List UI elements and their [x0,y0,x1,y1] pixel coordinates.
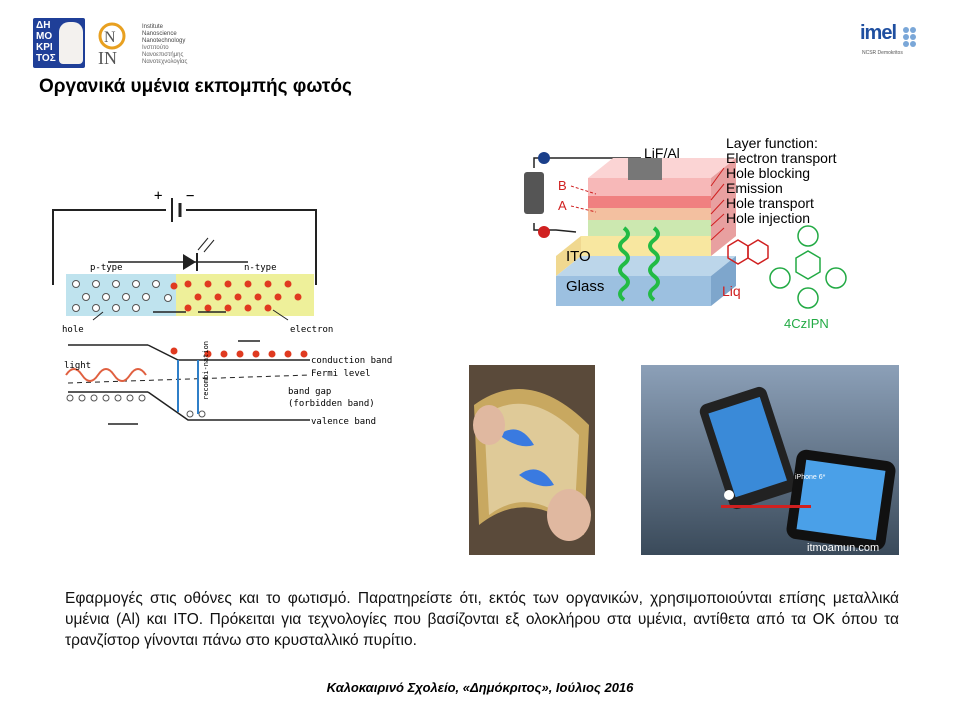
footer-text: Καλοκαιρινό Σχολείο, «Δημόκριτος», Ιούλι… [326,680,634,695]
inn-logo: N IN Institute Nanoscience Nanotechnolog… [96,20,206,68]
glass-side [711,256,736,306]
glass-front [556,276,711,306]
p-region [66,274,176,316]
battery-icon [524,172,544,214]
demokritos-bust-icon [59,22,83,64]
valence-holes [66,394,206,418]
light-label: light [64,361,91,371]
minus-terminal-icon [538,152,550,164]
photo-credit: itmoamun.com [807,542,879,554]
emission-arrow-icon [203,239,215,253]
imel-dots-icon [903,27,916,47]
layer-label-hole-transport: Hole transport [726,195,814,211]
imel-logo: imel NCSR Demokritos [860,22,920,62]
layer-label-electron-transport: Electron transport [726,150,837,166]
conduction-electrons [170,347,308,358]
band-gap-label: band gap [288,387,331,397]
inn-mark-icon: N IN [98,22,126,66]
plus-sign: + [154,188,162,204]
pn-junction-diagram: + − p-type n-type hole electron light re… [52,188,392,427]
4czipn-label: 4CzIPN [784,316,829,331]
iphone-render-image: iPhone 6* itmoamun.com [641,365,899,555]
4czipn-molecule-icon [769,225,847,309]
electrons [170,280,302,312]
layer-pointers [710,167,725,241]
conduction-band-label: conduction band [311,356,392,366]
flexible-oled-image [469,365,595,555]
ito-label: ITO [566,248,591,265]
circuit-wire-top [533,157,641,168]
hole-pointer [92,311,104,321]
circuit-wire-right [186,209,317,285]
pointer-b [570,185,597,195]
iphone-label: iPhone 6* [795,474,826,481]
imel-logo-word: imel [860,22,897,44]
cathode-block-icon [628,158,662,180]
demokritos-logo: ΔΗ ΜΟ ΚΡΙ ΤΟΣ [33,18,85,68]
layer-label-hole-injection: Hole injection [726,210,810,226]
layer-label-emission: Emission [726,180,783,196]
stack-side [711,158,736,256]
demokritos-logo-text: ΔΗ ΜΟ ΚΡΙ ΤΟΣ [36,20,56,64]
slide-title: Οργανικά υμένια εκπομπής φωτός [39,76,352,97]
svg-text:N: N [104,29,116,46]
p-type-label: p-type [90,263,123,273]
inn-logo-text: Institute Nanoscience Nanotechnology Ινσ… [142,24,188,65]
label-b: B [558,178,567,193]
ito-front [556,236,581,276]
oled-stack-diagram: LiF/Al B A ITO Glass Layer function: Ele… [524,135,847,331]
valence-band-label: valence band [311,417,376,427]
emission-layer [588,208,711,220]
liq-label: Liq [722,283,741,299]
electron-pointer [272,309,289,321]
fermi-level-label: Fermi level [311,369,371,379]
hole-blocking-layer [588,196,711,208]
iphone-photo: iPhone 6* itmoamun.com [641,365,899,555]
light-wave-icon [65,368,147,382]
holes [72,280,172,312]
layer-label-hole-blocking: Hole blocking [726,165,810,181]
forbidden-band-label: (forbidden band) [288,399,375,409]
fermi-level-line [67,374,311,384]
body-paragraph: Εφαρμογές στις οθόνες και το φωτισμό. Πα… [65,590,899,649]
minus-sign: − [186,188,194,204]
emission-arrow-icon [197,237,209,251]
plus-terminal-icon [538,226,550,238]
lif-al-label: LiF/Al [644,145,680,161]
emission-wave-icon [648,226,660,302]
electron-transport-layer [588,178,711,196]
diode-symbol-icon [183,254,196,270]
glass-label: Glass [566,278,604,295]
layer-function-heading: Layer function: [726,135,818,151]
pointer-a [570,205,597,213]
glass-top [556,256,736,276]
hole-label: hole [62,325,84,335]
n-type-label: n-type [244,263,277,273]
hole-transport-layer [588,220,711,236]
imel-logo-subtitle: NCSR Demokritos [862,50,903,56]
label-a: A [558,198,567,213]
electron-label: electron [290,325,333,335]
liq-molecule-icon [727,239,769,265]
ito-face [581,236,711,256]
flexible-oled-photo [469,365,595,555]
emission-wave-icon [618,226,630,302]
circuit-wire-left [52,209,166,285]
valence-band-line [147,391,310,421]
svg-text:IN: IN [98,48,117,66]
recombination-label: recombi-nation [202,341,210,400]
